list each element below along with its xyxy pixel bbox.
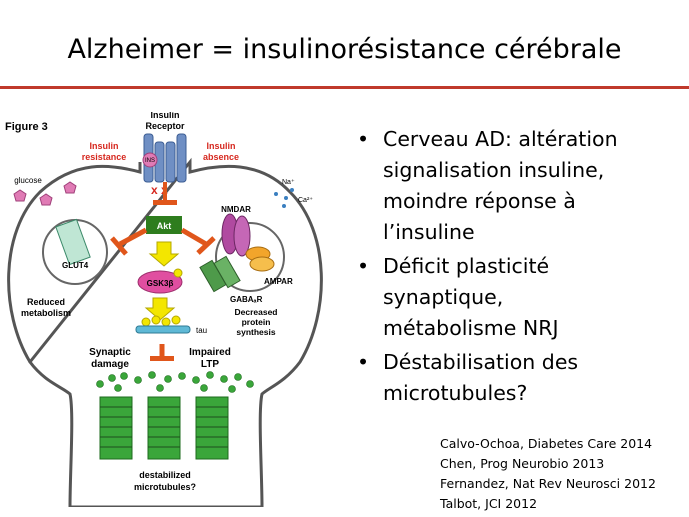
ampar-label: AMPAR bbox=[264, 277, 293, 286]
nmdar-label: NMDAR bbox=[221, 205, 251, 214]
inhibition-bar-icon bbox=[150, 356, 174, 361]
references: Calvo-Ochoa, Diabetes Care 2014 Chen, Pr… bbox=[440, 434, 656, 514]
bullet-item: • Déstabilisation des microtubules? bbox=[354, 347, 684, 409]
bullet-list: • Cerveau AD: altération signalisation i… bbox=[354, 124, 684, 412]
akt-box bbox=[146, 216, 182, 234]
bullet-dot-icon: • bbox=[357, 350, 370, 374]
bullet-dot-icon: • bbox=[357, 254, 370, 278]
akt-label: Akt bbox=[157, 221, 172, 231]
tau-icon bbox=[135, 325, 191, 334]
reduced-metabolism-label-1: Reduced bbox=[27, 297, 65, 307]
bullet-line: moindre réponse à bbox=[383, 189, 576, 213]
bullet-dot-icon: • bbox=[357, 127, 370, 151]
na-label: Na⁺ bbox=[282, 179, 295, 186]
gsk-to-tau-arrow bbox=[144, 297, 176, 321]
nmdar-icon bbox=[221, 213, 251, 257]
gabaar-icon bbox=[199, 255, 241, 293]
insulin-absence-label-1: Insulin bbox=[207, 141, 236, 151]
bullet-line: métabolisme NRJ bbox=[383, 316, 559, 340]
insulin-resistance-label-1: Insulin bbox=[90, 141, 119, 151]
ins-label: INS bbox=[145, 158, 155, 164]
impaired-ltp-label-1: Impaired bbox=[189, 347, 231, 358]
insulin-resistance-label-2: resistance bbox=[82, 152, 127, 162]
ion-dots-icon bbox=[274, 188, 294, 208]
figure-label: Figure 3 bbox=[5, 121, 48, 133]
phospho-icon bbox=[173, 268, 183, 278]
decreased-synthesis-label-3: synthesis bbox=[236, 327, 275, 337]
gsk3b-icon bbox=[137, 270, 183, 294]
bullet-line: Déstabilisation des bbox=[383, 350, 579, 374]
decreased-synthesis-label-2: protein bbox=[242, 317, 271, 327]
glut4-label: GLUT4 bbox=[62, 261, 89, 270]
reference-item: Chen, Prog Neurobio 2013 bbox=[440, 456, 605, 471]
decreased-synthesis-label-1: Decreased bbox=[234, 307, 277, 317]
akt-to-gsk-arrow bbox=[148, 241, 180, 267]
ampar-icon bbox=[245, 246, 275, 272]
inhibition-arrows-icon bbox=[110, 227, 216, 256]
bullet-item: • Cerveau AD: altération signalisation i… bbox=[354, 124, 684, 248]
slide-title: Alzheimer = insulinorésistance cérébrale bbox=[67, 34, 622, 65]
glucose-molecules-icon bbox=[13, 181, 77, 206]
ca-label: Ca²⁺ bbox=[298, 197, 313, 204]
title-divider bbox=[0, 86, 689, 89]
bullet-line: microtubules? bbox=[383, 381, 528, 405]
destabilized-microtubules-label-1: destabilized bbox=[139, 470, 191, 480]
bullet-line: Déficit plasticité bbox=[383, 254, 550, 278]
impaired-ltp-label-2: LTP bbox=[201, 359, 219, 370]
reduced-metabolism-label-2: metabolism bbox=[21, 308, 71, 318]
glut4-icon bbox=[55, 218, 91, 266]
insulin-receptor-label-1: Insulin bbox=[151, 112, 180, 120]
reference-item: Talbot, JCI 2012 bbox=[440, 496, 538, 511]
glucose-label: glucose bbox=[14, 176, 42, 185]
gabaar-label: GABAₐR bbox=[230, 295, 263, 304]
bullet-item: • Déficit plasticité synaptique, métabol… bbox=[354, 251, 684, 344]
tau-label: tau bbox=[196, 326, 207, 335]
gsk3b-label: GSK3β bbox=[147, 279, 174, 288]
bullet-line: l’insuline bbox=[383, 220, 475, 244]
insulin-receptor-icon bbox=[142, 133, 187, 183]
reference-item: Calvo-Ochoa, Diabetes Care 2014 bbox=[440, 436, 653, 451]
synaptic-damage-label-2: damage bbox=[91, 359, 129, 370]
bullet-line: Cerveau AD: altération bbox=[383, 127, 618, 151]
bullet-line: synaptique, bbox=[383, 285, 504, 309]
insulin-absence-label-2: absence bbox=[203, 152, 239, 162]
tau-phospho-icon bbox=[141, 315, 181, 327]
reference-item: Fernandez, Nat Rev Neurosci 2012 bbox=[440, 476, 656, 491]
synaptic-damage-label-1: Synaptic bbox=[89, 347, 131, 358]
bullet-line: signalisation insuline, bbox=[383, 158, 605, 182]
insulin-receptor-label-2: Receptor bbox=[145, 121, 185, 131]
microtubules-icon bbox=[96, 371, 254, 460]
insulin-resistance-diagram: Figure 3 Insulin Receptor INS x x Insuli… bbox=[5, 112, 323, 507]
destabilized-microtubules-label-2: microtubules? bbox=[134, 482, 196, 492]
